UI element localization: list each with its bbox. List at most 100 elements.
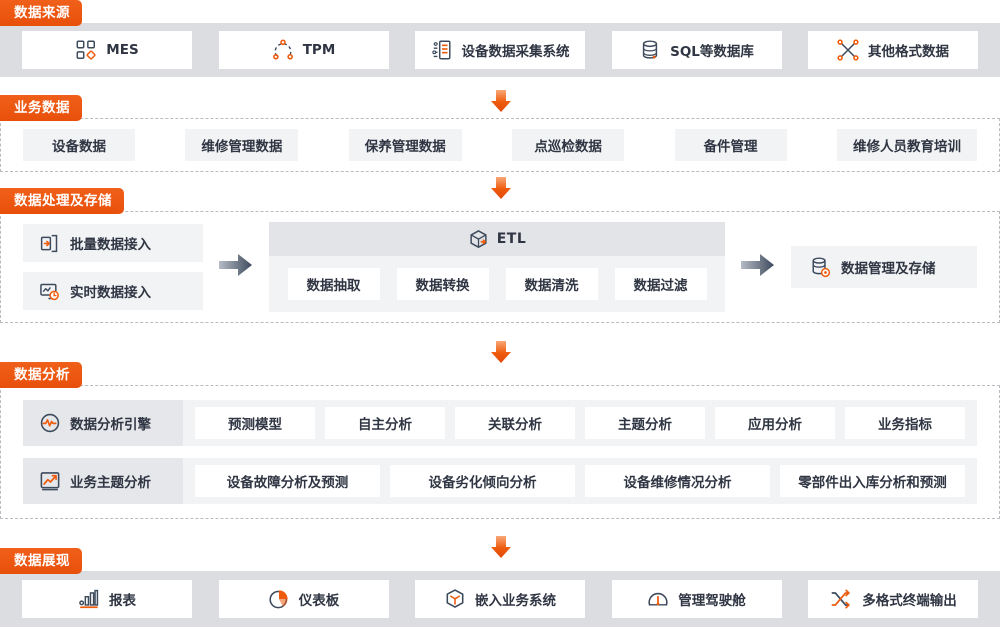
ingest-column: 批量数据接入 实时数据接入 (23, 224, 203, 310)
storage-label: 数据管理及存储 (841, 261, 936, 277)
biz-item-repair-mgmt[interactable]: 维修管理数据 (185, 129, 299, 161)
ingest-batch[interactable]: 批量数据接入 (23, 224, 203, 262)
analysis-engine-label-cell[interactable]: 数据分析引擎 (23, 400, 183, 446)
business-topic-items: 设备故障分析及预测 设备劣化倾向分析 设备维修情况分析 零部件出入库分析和预测 (183, 465, 977, 497)
source-item-label: 设备数据采集系统 (461, 44, 570, 60)
biz-item-label: 维修管理数据 (201, 139, 283, 155)
biz-item-maintenance-mgmt[interactable]: 保养管理数据 (348, 129, 462, 161)
analysis-item-label: 主题分析 (618, 417, 672, 433)
arrow-source-to-biz (488, 90, 514, 112)
biz-item-staff-training[interactable]: 维修人员教育培训 (836, 129, 977, 161)
etl-step-extract[interactable]: 数据抽取 (287, 268, 380, 300)
biz-item-label: 保养管理数据 (364, 139, 446, 155)
ingest-realtime[interactable]: 实时数据接入 (23, 272, 203, 310)
source-item-mes[interactable]: MES (22, 31, 192, 69)
analysis-item-label: 自主分析 (358, 417, 412, 433)
topic-item-degradation[interactable]: 设备劣化倾向分析 (390, 465, 575, 497)
presentation-row: 报表 仪表板 (0, 571, 1000, 627)
section-tag-data-processing: 数据处理及存储 (0, 188, 124, 214)
cube-etl-icon (468, 229, 489, 250)
cube-embed-icon (444, 588, 466, 610)
analysis-item-correlation[interactable]: 关联分析 (455, 407, 575, 439)
etl-header: ETL (269, 222, 725, 256)
section-panel-data-analysis: 数据分析引擎 预测模型 自主分析 关联分析 主题分析 应用分析 业务指标 (0, 385, 1000, 519)
section-panel-data-source: MES TPM (0, 23, 1000, 77)
source-item-device-collect[interactable]: 设备数据采集系统 (415, 31, 585, 69)
device-collect-icon (431, 39, 453, 61)
topic-item-parts-inventory[interactable]: 零部件出入库分析和预测 (780, 465, 965, 497)
grid-squares-icon (75, 39, 97, 61)
business-topic-label-cell[interactable]: 业务主题分析 (23, 458, 183, 504)
section-data-source: 数据来源 MES (0, 0, 1000, 90)
analysis-item-label: 关联分析 (488, 417, 542, 433)
biz-item-label: 维修人员教育培训 (852, 139, 961, 155)
import-door-icon (39, 233, 60, 254)
analysis-row-label: 数据分析引擎 (70, 417, 151, 433)
topic-item-label: 零部件出入库分析和预测 (798, 475, 947, 491)
ingest-label: 批量数据接入 (70, 237, 151, 253)
present-item-multi-terminal[interactable]: 多格式终端输出 (808, 580, 978, 618)
trend-chart-icon (39, 470, 61, 492)
etl-steps: 数据抽取 数据转换 数据清洗 数据过滤 (269, 256, 725, 312)
present-item-label: 仪表板 (298, 593, 340, 609)
storage-item[interactable]: 数据管理及存储 (791, 246, 977, 288)
source-item-label: TPM (302, 42, 336, 58)
topic-item-label: 设备维修情况分析 (623, 475, 732, 491)
arrow-analysis-to-present (488, 536, 514, 558)
present-item-dashboard[interactable]: 仪表板 (218, 580, 389, 618)
biz-item-device-data[interactable]: 设备数据 (23, 129, 135, 161)
section-panel-data-processing: 批量数据接入 实时数据接入 (0, 211, 1000, 323)
biz-item-spare-parts[interactable]: 备件管理 (674, 129, 787, 161)
section-business-data: 业务数据 设备数据 维修管理数据 保养管理数据 点巡检数据 备件管理 维修人员教… (0, 95, 1000, 180)
pulse-circle-icon (39, 412, 61, 434)
analysis-rows: 数据分析引擎 预测模型 自主分析 关联分析 主题分析 应用分析 业务指标 (1, 386, 999, 518)
etl-step-label: 数据过滤 (633, 278, 688, 294)
shuffle-icon (829, 588, 853, 610)
etl-step-label: 数据抽取 (306, 278, 361, 294)
etl-step-filter[interactable]: 数据过滤 (614, 268, 707, 300)
analysis-item-label: 业务指标 (878, 417, 932, 433)
biz-item-label: 设备数据 (52, 139, 106, 155)
source-item-sql-db[interactable]: SQL等数据库 (611, 31, 782, 69)
source-item-other-format[interactable]: 其他格式数据 (808, 31, 978, 69)
biz-item-inspection[interactable]: 点巡检数据 (512, 129, 625, 161)
section-panel-business-data: 设备数据 维修管理数据 保养管理数据 点巡检数据 备件管理 维修人员教育培训 (0, 118, 1000, 172)
topic-item-repair-status[interactable]: 设备维修情况分析 (585, 465, 770, 497)
analysis-row-label: 业务主题分析 (70, 475, 151, 491)
section-data-processing: 数据处理及存储 批量数据接入 (0, 188, 1000, 336)
topic-item-label: 设备故障分析及预测 (226, 475, 349, 491)
present-item-report[interactable]: 报表 (22, 580, 192, 618)
etl-panel: ETL 数据抽取 数据转换 数据清洗 数据过滤 (269, 222, 725, 312)
section-tag-business-data: 业务数据 (0, 95, 82, 121)
analysis-item-label: 预测模型 (228, 417, 282, 433)
topic-item-fault-forecast[interactable]: 设备故障分析及预测 (195, 465, 380, 497)
section-tag-data-presentation: 数据展现 (0, 548, 82, 574)
present-item-cockpit[interactable]: 管理驾驶舱 (611, 580, 782, 618)
analysis-item-topic[interactable]: 主题分析 (585, 407, 705, 439)
source-item-tpm[interactable]: TPM (218, 31, 389, 69)
etl-step-label: 数据转换 (415, 278, 470, 294)
etl-title: ETL (496, 231, 527, 247)
source-item-label: MES (106, 42, 139, 58)
arrow-etl-to-storage (741, 253, 775, 281)
analysis-item-self-service[interactable]: 自主分析 (325, 407, 445, 439)
bar-chart-icon (78, 588, 100, 610)
etl-step-clean[interactable]: 数据清洗 (505, 268, 598, 300)
pie-chart-icon (268, 588, 290, 610)
analysis-item-forecast-model[interactable]: 预测模型 (195, 407, 315, 439)
biz-item-label: 备件管理 (703, 139, 758, 155)
source-item-label: 其他格式数据 (868, 44, 949, 60)
source-item-label: SQL等数据库 (670, 44, 754, 60)
present-item-label: 报表 (109, 593, 136, 609)
biz-item-label: 点巡检数据 (534, 139, 602, 155)
database-icon (639, 39, 661, 61)
arrow-process-to-analysis (488, 341, 514, 363)
analysis-row-engine: 数据分析引擎 预测模型 自主分析 关联分析 主题分析 应用分析 业务指标 (23, 400, 977, 446)
present-item-label: 嵌入业务系统 (475, 593, 556, 609)
analysis-item-kpi[interactable]: 业务指标 (845, 407, 965, 439)
present-item-embed-system[interactable]: 嵌入业务系统 (415, 580, 585, 618)
etl-step-label: 数据清洗 (524, 278, 579, 294)
etl-step-transform[interactable]: 数据转换 (396, 268, 489, 300)
analysis-item-application[interactable]: 应用分析 (715, 407, 835, 439)
